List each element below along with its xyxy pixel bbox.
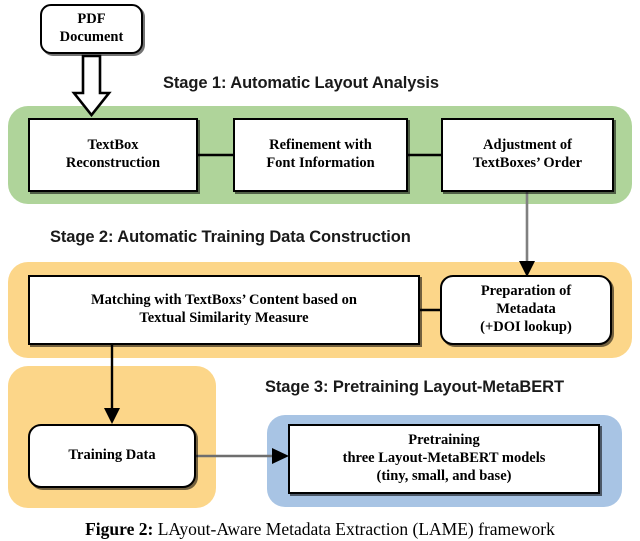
node-training-data[interactable]: Training Data xyxy=(28,424,196,488)
stage3-label: Stage 3: Pretraining Layout-MetaBERT xyxy=(265,378,564,396)
figure-caption: Figure 2: LAyout-Aware Metadata Extracti… xyxy=(0,519,640,540)
stage2-label: Stage 2: Automatic Training Data Constru… xyxy=(50,228,411,246)
node-matching-with-textboxs-content-text: Matching with TextBoxs’ Content based on… xyxy=(91,292,357,326)
figure-caption-label: Figure 2: xyxy=(85,519,154,539)
stage1-label: Stage 1: Automatic Layout Analysis xyxy=(163,74,439,92)
node-matching-with-textboxs-content[interactable]: Matching with TextBoxs’ Content based on… xyxy=(28,275,420,345)
figure-caption-text: LAyout-Aware Metadata Extraction (LAME) … xyxy=(153,519,555,539)
node-training-data-text: Training Data xyxy=(68,447,156,464)
